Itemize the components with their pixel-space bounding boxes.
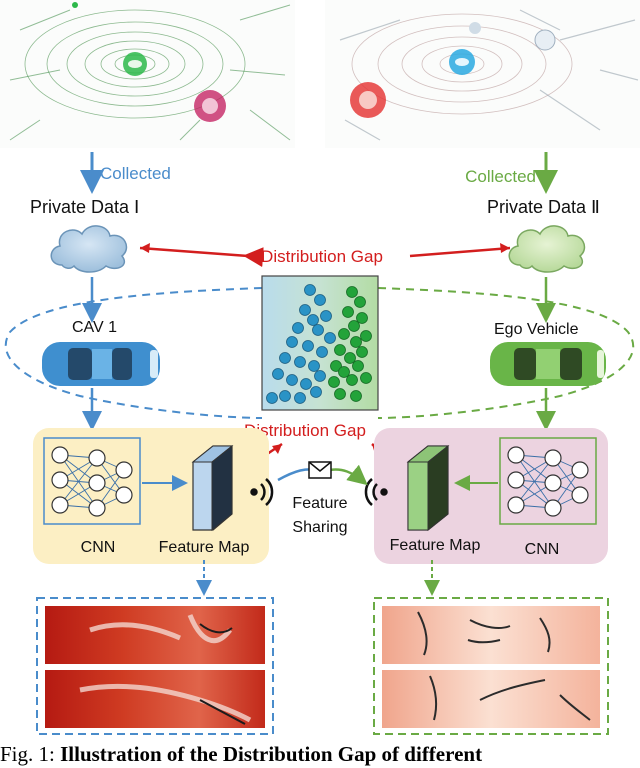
lidar-image-right [325, 0, 640, 148]
heatmap-left [45, 606, 265, 728]
distribution-gap-label-top: Distribution Gap [261, 247, 383, 266]
caption-prefix: Fig. 1: [0, 742, 55, 766]
sharing-link-green [329, 464, 368, 486]
scatter-plot [261, 275, 379, 411]
cnn-network-right-icon [499, 437, 597, 525]
ego-ellipse [377, 287, 635, 419]
figure-caption: Fig. 1: Illustration of the Distribution… [0, 742, 640, 768]
blue-car-icon [42, 342, 160, 386]
data-cloud-left-icon [50, 225, 128, 273]
data-cloud-right-icon [508, 225, 586, 273]
ego-vehicle-label: Ego Vehicle [494, 321, 579, 338]
cnn-label-right: CNN [525, 541, 560, 558]
private-data-label-left: Private Data Ⅰ [30, 197, 139, 217]
collected-label-left: Collected [100, 164, 171, 183]
gap-arrow-top-left [139, 246, 264, 268]
cav-ellipse [4, 287, 263, 419]
lidar-image-left [0, 0, 295, 148]
wireless-signal-left-icon [250, 478, 274, 506]
heatmap-frame-left [36, 597, 274, 735]
feature-sharing-label-line1: Feature [292, 495, 347, 512]
gap-arrow-top-right [409, 246, 511, 258]
cnn-label-left: CNN [81, 539, 116, 556]
collected-label-right: Collected [465, 167, 536, 186]
feature-map-label-left: Feature Map [159, 539, 250, 556]
private-data-label-right: Private Data Ⅱ [487, 197, 600, 217]
heatmap-right [382, 606, 600, 728]
envelope-icon [308, 461, 332, 479]
feature-map-label-right: Feature Map [390, 537, 481, 554]
heatmap-frame-right [373, 597, 609, 735]
distribution-gap-label-bottom: Distribution Gap [244, 421, 366, 440]
caption-bold-text: Illustration of the Distribution Gap of … [60, 742, 483, 766]
feature-sharing-label-line2: Sharing [292, 519, 347, 536]
wireless-signal-right-icon [364, 478, 388, 506]
feature-map-left-icon [191, 444, 234, 532]
feature-map-right-icon [406, 444, 450, 532]
cnn-network-left-icon [43, 437, 141, 525]
green-car-icon [490, 342, 606, 386]
cav-label: CAV 1 [72, 319, 117, 336]
